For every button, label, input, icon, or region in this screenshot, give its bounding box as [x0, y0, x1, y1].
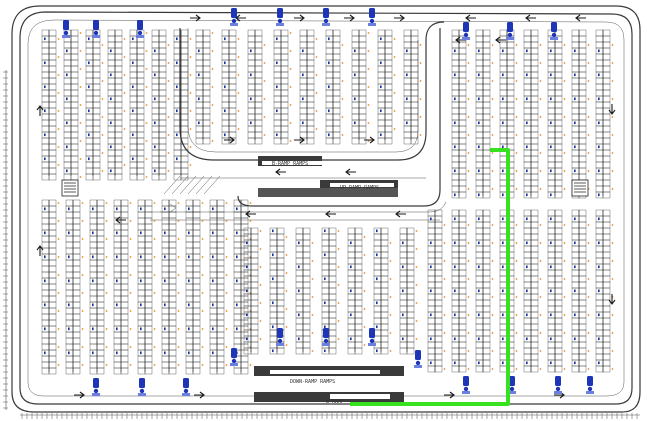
ramp-label-4: B-RAMP	[326, 399, 344, 405]
camera-icon	[506, 22, 514, 40]
arrow-icon	[495, 36, 506, 44]
arrow-icon	[364, 136, 375, 144]
camera-icon	[462, 376, 470, 394]
ramp-mid	[258, 188, 398, 197]
camera-icon	[554, 376, 562, 394]
arrow-icon	[344, 14, 355, 22]
camera-icon	[230, 348, 238, 366]
outer-boundary	[11, 5, 641, 413]
camera-icon	[138, 378, 146, 396]
cameras	[62, 8, 594, 396]
parking-stalls	[41, 29, 614, 375]
camera-icon	[368, 8, 376, 26]
arrow-icon	[36, 245, 44, 256]
arrow-icon	[36, 105, 44, 116]
arrow-icon	[575, 14, 586, 22]
arrow-icon	[294, 136, 305, 144]
central-island	[150, 21, 447, 221]
arrow-icon	[294, 14, 305, 22]
ramp-lower-bottom	[254, 392, 404, 402]
camera-icon	[550, 22, 558, 40]
ramps	[254, 156, 404, 402]
ramp-label-3: DOWN-RAMP RAMPS	[290, 379, 335, 385]
camera-icon	[276, 8, 284, 26]
camera-icon	[586, 376, 594, 394]
left-ruler	[3, 70, 8, 410]
camera-icon	[322, 328, 330, 346]
arrow-icon	[325, 210, 336, 218]
arrow-icon	[224, 136, 235, 144]
stair-blocks	[61, 179, 589, 197]
camera-icon	[182, 378, 190, 396]
route-path	[350, 148, 510, 406]
camera-icon	[62, 20, 70, 38]
camera-icon	[414, 350, 422, 368]
camera-icon	[462, 22, 470, 40]
arrow-icon	[395, 210, 406, 218]
arrow-icon	[115, 216, 126, 224]
camera-icon	[92, 20, 100, 38]
hatched-area	[150, 175, 221, 213]
stair-icon	[61, 179, 79, 197]
arrow-icon	[465, 14, 476, 22]
arrow-icon	[190, 14, 201, 22]
camera-icon	[508, 376, 516, 394]
ramp-label-1: B-RAMP RAMPS	[272, 161, 308, 167]
arrow-icon	[608, 104, 616, 115]
camera-icon	[276, 328, 284, 346]
bottom-ruler	[20, 413, 640, 419]
arrow-icon	[444, 391, 455, 399]
camera-icon	[92, 378, 100, 396]
ramp-label-2: UP RAMP RAMPS	[340, 185, 379, 191]
arrow-icon	[235, 14, 246, 22]
camera-icon	[136, 20, 144, 38]
arrow-icon	[74, 391, 85, 399]
arrow-icon	[394, 14, 405, 22]
stair-icon	[571, 179, 589, 197]
arrow-icon	[345, 168, 356, 176]
arrow-icon	[275, 168, 286, 176]
camera-icon	[322, 8, 330, 26]
arrow-icon	[608, 294, 616, 305]
ramp-labels: B-RAMP RAMPS UP RAMP RAMPS DOWN-RAMP RAM…	[272, 161, 379, 405]
camera-icon	[368, 328, 376, 346]
arrow-icon	[245, 210, 256, 218]
arrow-icon	[525, 14, 536, 22]
camera-icon	[230, 8, 238, 26]
arrow-icon	[194, 391, 205, 399]
